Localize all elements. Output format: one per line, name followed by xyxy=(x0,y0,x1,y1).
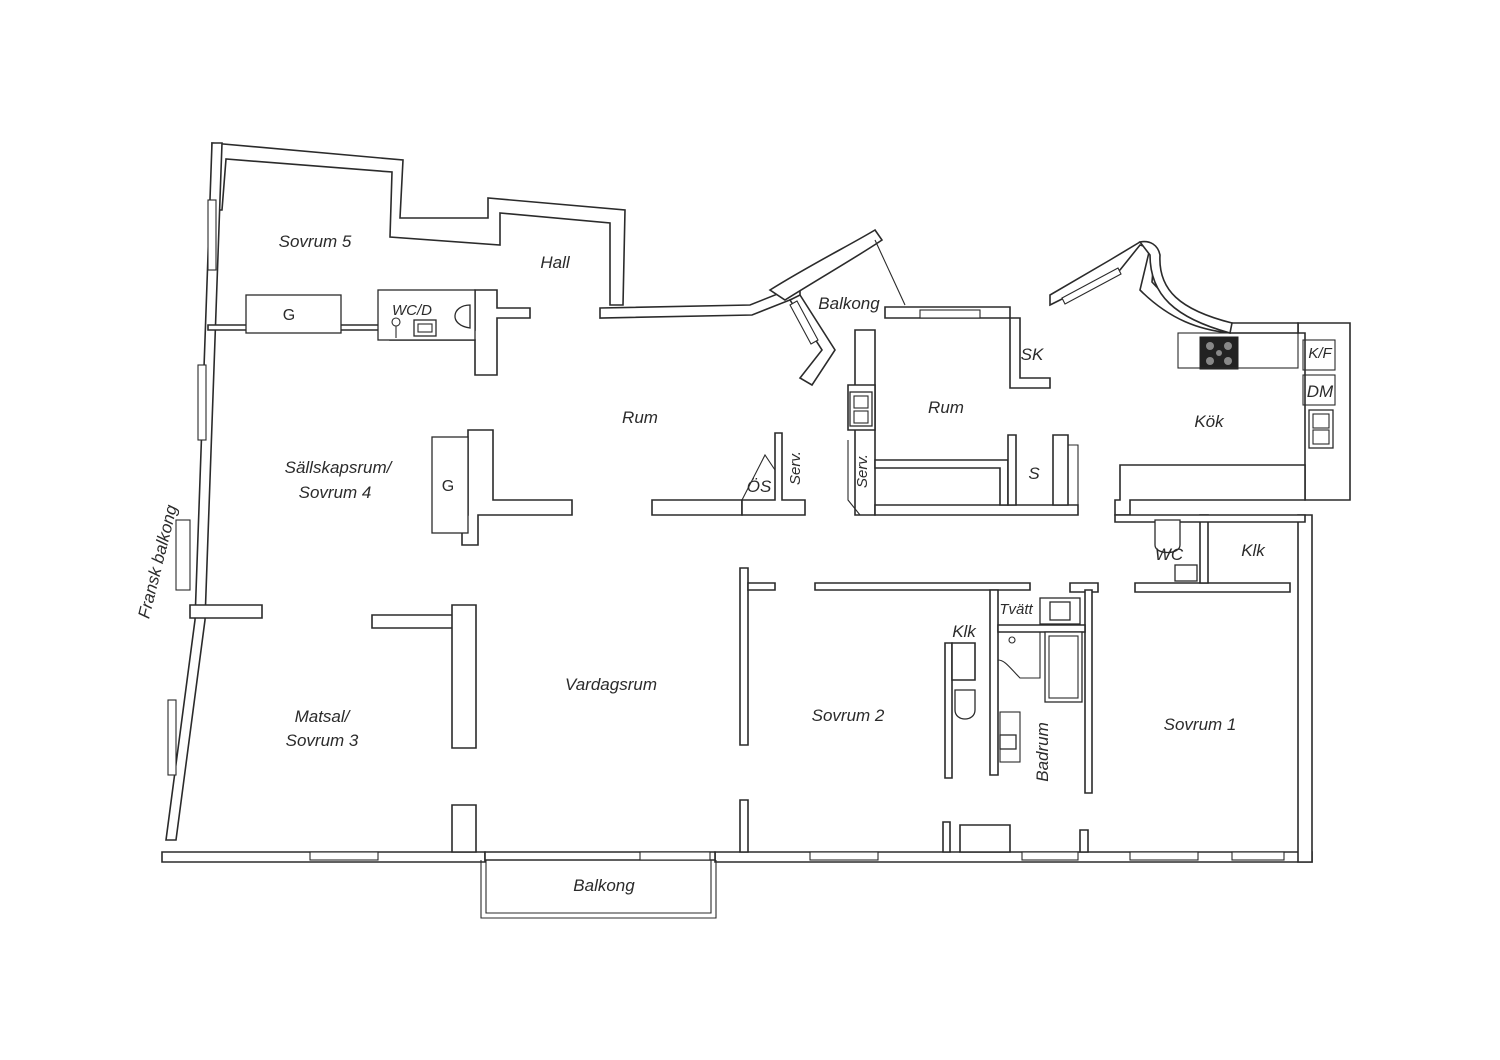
sink-icon xyxy=(849,391,873,427)
label-tvatt: Tvätt xyxy=(999,601,1033,618)
label-serv-2: Serv. xyxy=(854,454,871,488)
label-sk: SK xyxy=(1021,345,1044,364)
label-matsal-1: Matsal/ xyxy=(295,707,352,726)
label-sovrum2: Sovrum 2 xyxy=(812,706,885,725)
fixtures xyxy=(245,289,1336,763)
label-sovrum5: Sovrum 5 xyxy=(279,232,352,251)
label-kok: Kök xyxy=(1194,412,1225,431)
label-balkong-top: Balkong xyxy=(818,294,880,313)
labels: Sovrum 5 Hall WC/D G Rum Balkong Sällska… xyxy=(134,232,1334,895)
toilet-icon xyxy=(454,304,471,329)
label-vardagsrum: Vardagsrum xyxy=(565,675,657,694)
bathtub-icon xyxy=(1044,631,1083,703)
label-sallskapsrum-1: Sällskapsrum/ xyxy=(285,458,394,477)
gas-stove-box-top xyxy=(245,294,342,334)
label-s: S xyxy=(1028,464,1040,483)
interior-walls xyxy=(189,289,1306,853)
label-hall: Hall xyxy=(540,253,571,272)
toilet-icon-wc xyxy=(1154,519,1181,554)
label-g-top: G xyxy=(283,307,295,324)
label-serv-1: Serv. xyxy=(787,451,804,485)
label-wcd: WC/D xyxy=(392,302,432,319)
label-rum-right: Rum xyxy=(928,398,964,417)
windows xyxy=(167,199,1285,919)
label-sovrum1: Sovrum 1 xyxy=(1164,715,1237,734)
label-rum-center: Rum xyxy=(622,408,658,427)
label-dm: DM xyxy=(1307,382,1334,401)
label-balkong-bottom: Balkong xyxy=(573,876,635,895)
toilet-icon-klk xyxy=(954,689,976,720)
label-sallskapsrum-2: Sovrum 4 xyxy=(299,483,372,502)
label-os: ÖS xyxy=(747,477,772,496)
label-klk-right: Klk xyxy=(1241,541,1266,560)
label-g-mid: G xyxy=(442,478,454,495)
label-klk-mid: Klk xyxy=(952,622,977,641)
gas-stove-box-mid xyxy=(431,436,469,534)
label-wc: WC xyxy=(1155,545,1184,564)
label-kf: K/F xyxy=(1308,345,1332,362)
label-badrum: Badrum xyxy=(1033,722,1052,782)
label-matsal-2: Sovrum 3 xyxy=(286,731,359,750)
label-fransk-balkong: Fransk balkong xyxy=(134,502,181,620)
